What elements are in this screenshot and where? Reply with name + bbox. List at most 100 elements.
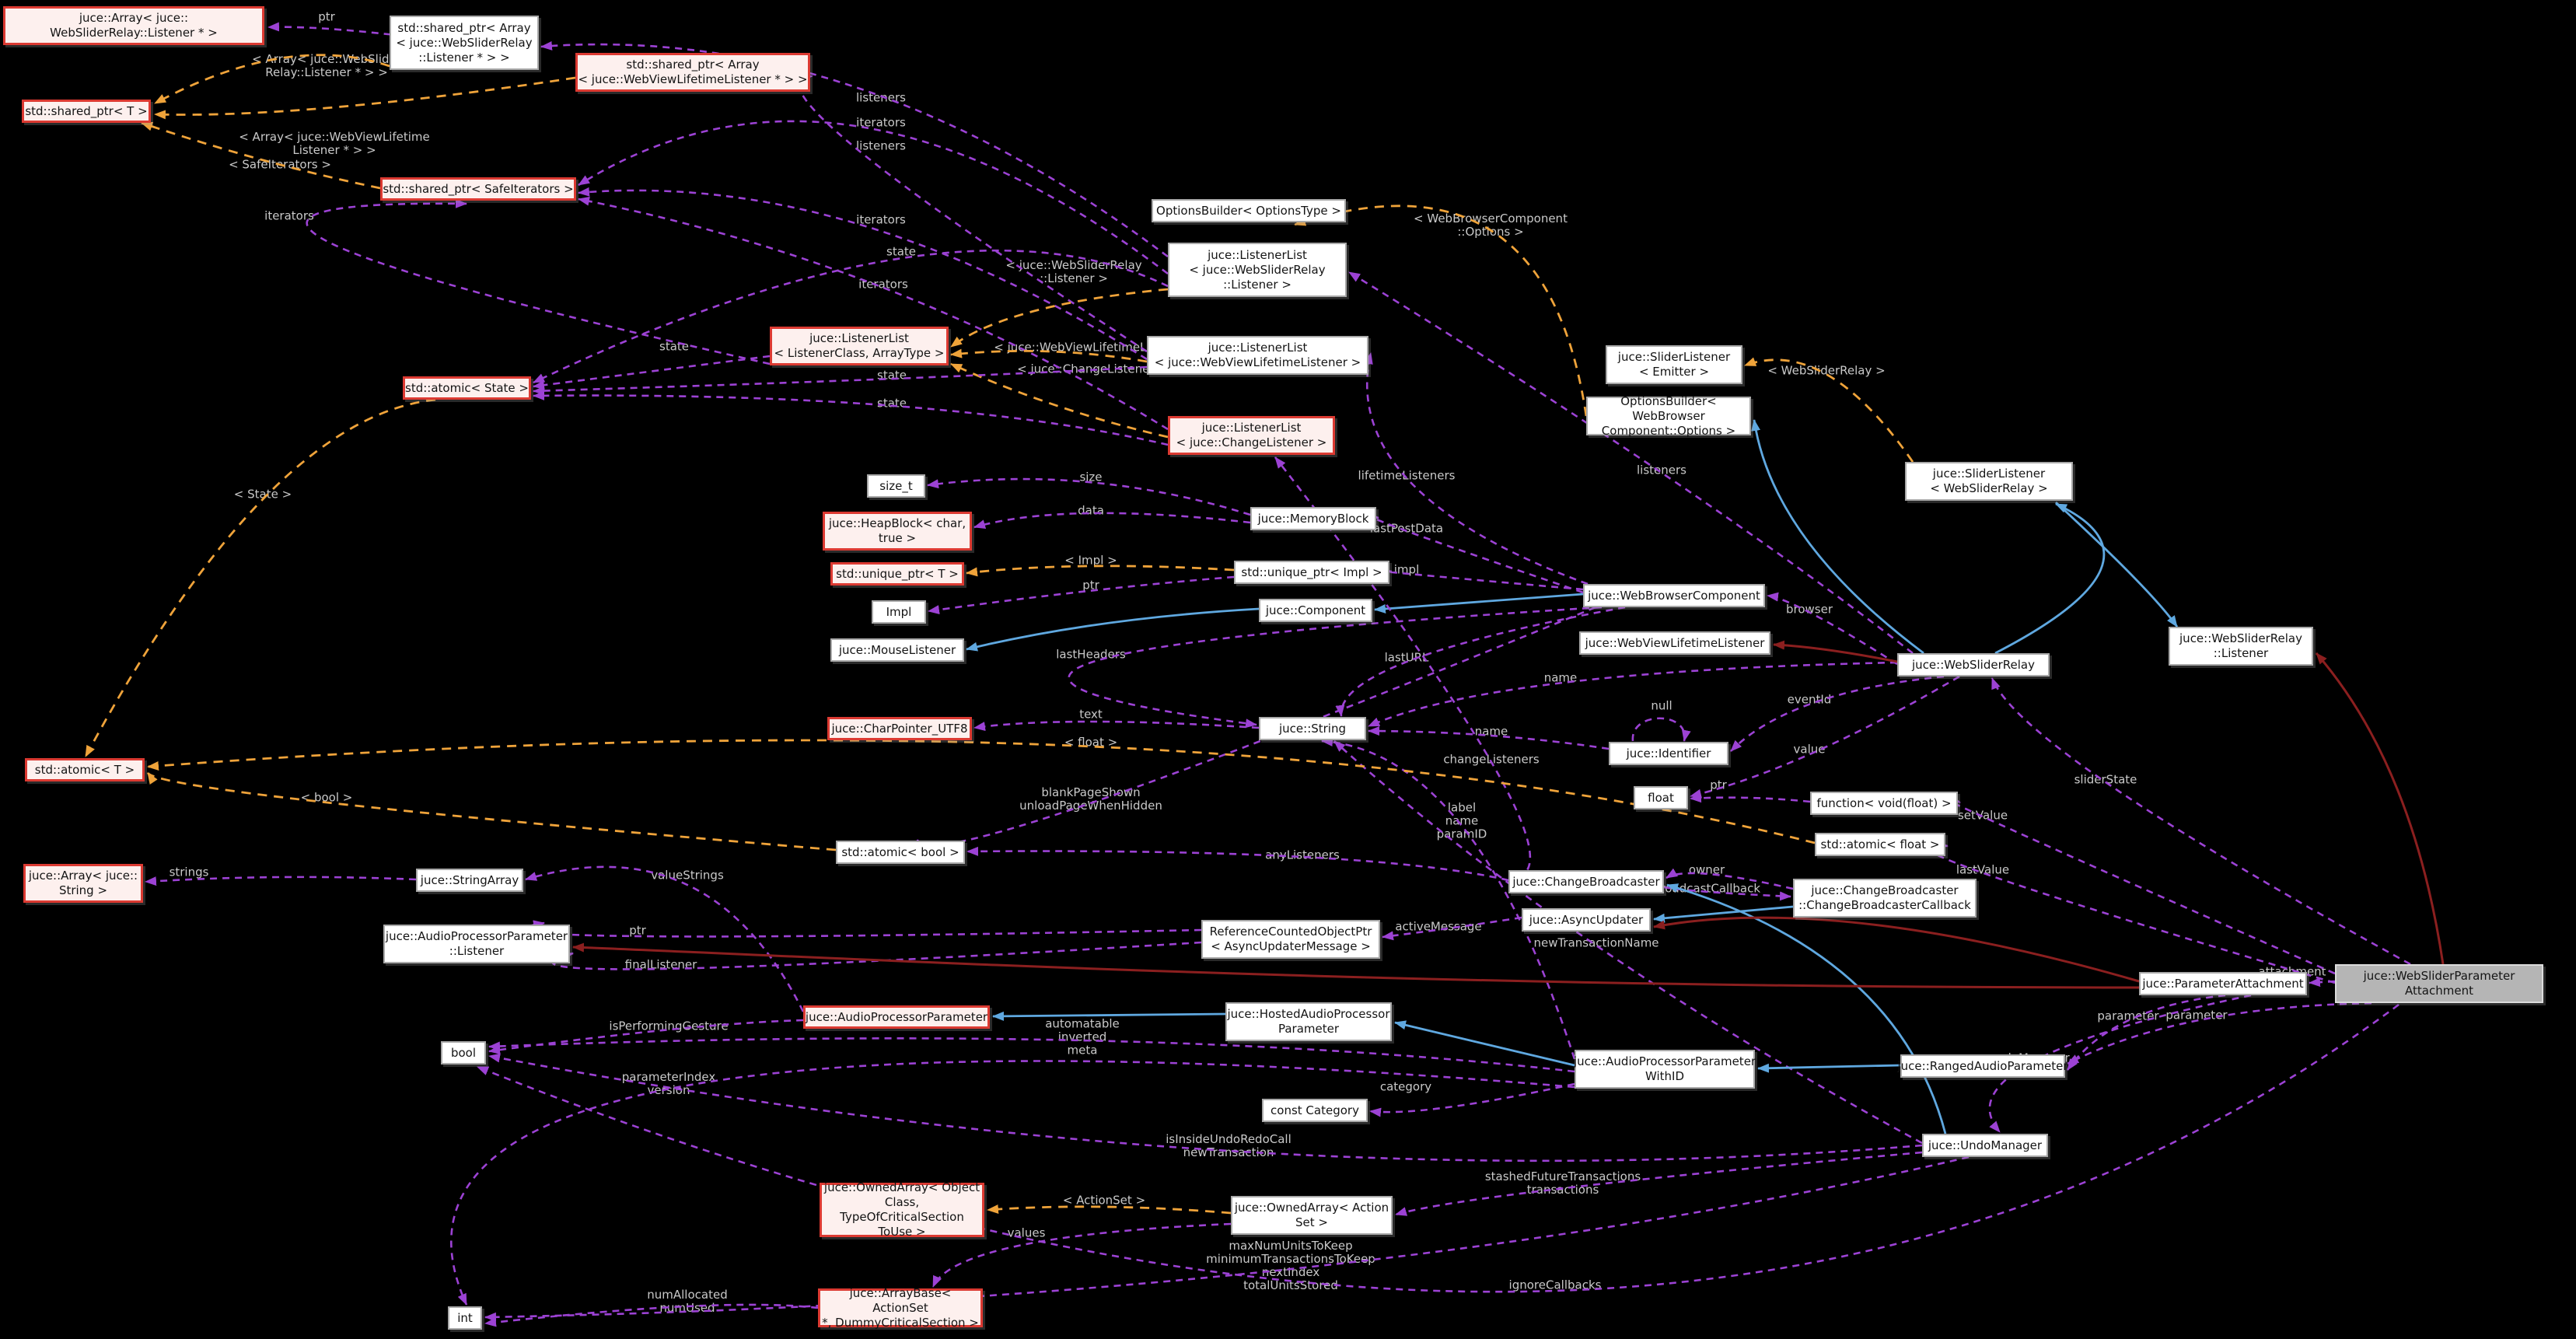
node-sliderlistener-emitter[interactable]: juce::SliderListener < Emitter > [1606, 345, 1742, 384]
node-hostedaudioprocessorparameter[interactable]: juce::HostedAudioProcessor Parameter [1225, 1002, 1392, 1041]
edge-usage-state [533, 365, 1148, 396]
node-optionsbuilder-webbrowsercomponent-options[interactable]: OptionsBuilder< WebBrowser Component::Op… [1586, 394, 1751, 438]
node-unique-ptr-impl[interactable]: std::unique_ptr< Impl > [1234, 561, 1389, 584]
node-changebroadcaster-callback[interactable]: juce::ChangeBroadcaster ::ChangeBroadcas… [1793, 879, 1977, 918]
edge-template--juce-webviewlifetimelistener- [950, 348, 1148, 363]
edge-inherit-76 [1666, 883, 1947, 1134]
edge-usage-finallistener [551, 941, 1202, 970]
edge-private-81 [2315, 652, 2445, 965]
node-listenerlist-changelistener[interactable]: juce::ListenerList < juce::ChangeListene… [1168, 416, 1335, 455]
node-shared-ptr-array-webviewlifetimelistener[interactable]: std::shared_ptr< Array < juce::WebViewLi… [575, 53, 810, 92]
edge-usage-name [1368, 661, 1898, 728]
edge-template--safeiterators- [141, 121, 381, 190]
edge-private-82 [1653, 916, 2140, 983]
node-asyncupdater[interactable]: juce::AsyncUpdater [1522, 908, 1651, 932]
node-listenerlist-listenerclass-arraytype[interactable]: juce::ListenerList < ListenerClass, Arra… [770, 327, 949, 365]
edge-usage-lastheaders [1068, 606, 1603, 729]
node-float[interactable]: float [1634, 786, 1688, 809]
node-unique-ptr-t[interactable]: std::unique_ptr< T > [830, 562, 964, 586]
edge-template--websliderrelay- [1744, 357, 1914, 463]
edge-usage-numallocated [484, 1303, 819, 1327]
node-shared-ptr-array-websliderrelay-listener[interactable]: std::shared_ptr< Array < juce::WebSlider… [390, 16, 539, 70]
node-size-t[interactable]: size_t [867, 474, 925, 498]
node-audioprocessorparameter[interactable]: juce::AudioProcessorParameter [803, 1005, 990, 1029]
node-int[interactable]: int [448, 1306, 482, 1330]
node-sliderlistener-websliderrelay[interactable]: juce::SliderListener < WebSliderRelay > [1905, 462, 2073, 501]
node-atomic-t[interactable]: std::atomic< T > [25, 758, 145, 781]
node-listenerlist-webviewlifetimelistener[interactable]: juce::ListenerList < juce::WebViewLifeti… [1147, 336, 1368, 375]
edge-private-83 [572, 942, 2140, 989]
node-identifier[interactable]: juce::Identifier [1609, 742, 1728, 765]
edge-template--impl- [966, 565, 1235, 577]
edge-inherit-74 [992, 1011, 1226, 1021]
node-listenerlist-websliderrelay-listener[interactable]: juce::ListenerList < juce::WebSliderRela… [1168, 243, 1347, 297]
edge-usage-iterators [578, 196, 1169, 431]
node-string[interactable]: juce::String [1259, 717, 1366, 740]
node-rangedaudioparameter[interactable]: juce::RangedAudioParameter [1898, 1054, 2068, 1078]
node-ownedarray-objectclass[interactable]: juce::OwnedArray< Object Class, TypeOfCr… [820, 1180, 984, 1239]
edge-usage-impl [1379, 566, 1584, 591]
node-ownedarray-actionset[interactable]: juce::OwnedArray< Action Set > [1231, 1196, 1393, 1235]
edge-usage-lastpostdata [1367, 511, 1584, 594]
node-webbrowsercomponent[interactable]: juce::WebBrowserComponent [1583, 584, 1765, 607]
edge-usage-size [927, 477, 1251, 516]
edge-usage-broadcastcallback [1663, 886, 1791, 901]
node-const-category[interactable]: const Category [1262, 1099, 1368, 1122]
edge-usage-newtransactionname [1333, 740, 1923, 1145]
node-array-webspiderrelay-listener[interactable]: juce::Array< juce:: WebSliderRelay::List… [3, 6, 264, 45]
node-heapblock-char-true[interactable]: juce::HeapBlock< char, true > [823, 512, 972, 551]
edge-inherit-25 [966, 607, 1260, 652]
node-component[interactable]: juce::Component [1259, 599, 1372, 622]
edge-usage-isperforminggesture [488, 1019, 804, 1055]
edge-usage-text [973, 720, 1260, 732]
edge-usage-listeners [1348, 271, 1914, 655]
edge-usage-anylisteners [966, 846, 1509, 882]
edge-inherit-77 [1994, 502, 2106, 655]
node-websliderrelay-listener[interactable]: juce::WebSliderRelay ::Listener [2169, 627, 2313, 666]
node-charpointer-utf8[interactable]: juce::CharPointer_UTF8 [827, 717, 972, 740]
node-array-string[interactable]: juce::Array< juce:: String > [23, 864, 143, 903]
edge-usage-state [533, 355, 771, 390]
node-atomic-bool[interactable]: std::atomic< bool > [836, 841, 965, 864]
node-undomanager[interactable]: juce::UndoManager [1922, 1134, 2048, 1157]
edge-usage-strings [145, 876, 417, 886]
edge-usage-lasturl [1335, 606, 1626, 717]
edge-usage-attachment [2309, 977, 2336, 988]
node-optionsbuilder-optionstype[interactable]: OptionsBuilder< OptionsType > [1152, 199, 1346, 222]
node-websliderrelay[interactable]: juce::WebSliderRelay [1897, 653, 2050, 676]
node-audioprocessorparameterwithid[interactable]: juce::AudioProcessorParameter WithID [1574, 1050, 1756, 1089]
edge-usage-parameter [2067, 1002, 2372, 1065]
node-atomic-state[interactable]: std::atomic< State > [403, 376, 531, 400]
node-function-void-float[interactable]: function< void(float) > [1810, 792, 1958, 815]
edge-template--float- [147, 739, 1816, 844]
node-impl[interactable]: Impl [872, 600, 926, 624]
edge-inherit-79 [2055, 501, 2179, 628]
edge-usage-maxnumunitstokeep [484, 1155, 1970, 1322]
node-referencecountedobjectptr-asyncupdatermessage[interactable]: ReferenceCountedObjectPtr < AsyncUpdater… [1201, 920, 1380, 959]
node-audioprocessorparameter-listener[interactable]: juce::AudioProcessorParameter ::Listener [383, 925, 570, 963]
node-webviewlifetimelistener[interactable]: juce::WebViewLifetimeListener [1579, 631, 1770, 655]
edge-usage-parameter [2066, 994, 2226, 1071]
node-webspliderparameterattachment: juce::WebSliderParameter Attachment [2335, 964, 2543, 1003]
edge-inherit-72 [1757, 1063, 1901, 1073]
node-arraybase-actionset[interactable]: juce::ArrayBase< ActionSet *, DummyCriti… [818, 1286, 983, 1330]
edge-usage-iterators [578, 187, 1148, 361]
edge-usage-name [1368, 726, 1610, 750]
node-mouselistener[interactable]: juce::MouseListener [830, 638, 964, 662]
edge-usage-parameterindex [450, 1060, 1575, 1306]
edge-usage-lastvalue [1924, 840, 2336, 984]
node-parameterattachment[interactable]: juce::ParameterAttachment [2139, 972, 2307, 995]
edge-inherit-26 [1374, 593, 1584, 614]
node-shared-ptr-safeiterators[interactable]: std::shared_ptr< SafeIterators > [380, 177, 576, 201]
edge-template--bool- [146, 771, 837, 851]
node-stringarray[interactable]: juce::StringArray [416, 869, 523, 892]
edge-template--state- [84, 398, 436, 757]
node-bool[interactable]: bool [441, 1041, 486, 1065]
node-shared-ptr-t[interactable]: std::shared_ptr< T > [22, 100, 151, 123]
node-atomic-float[interactable]: std::atomic< float > [1815, 833, 1945, 856]
node-memoryblock[interactable]: juce::MemoryBlock [1250, 507, 1376, 530]
edge-usage-category [1369, 1082, 1575, 1117]
edge-usage-data [973, 512, 1251, 529]
node-changebroadcaster[interactable]: juce::ChangeBroadcaster [1508, 870, 1664, 893]
